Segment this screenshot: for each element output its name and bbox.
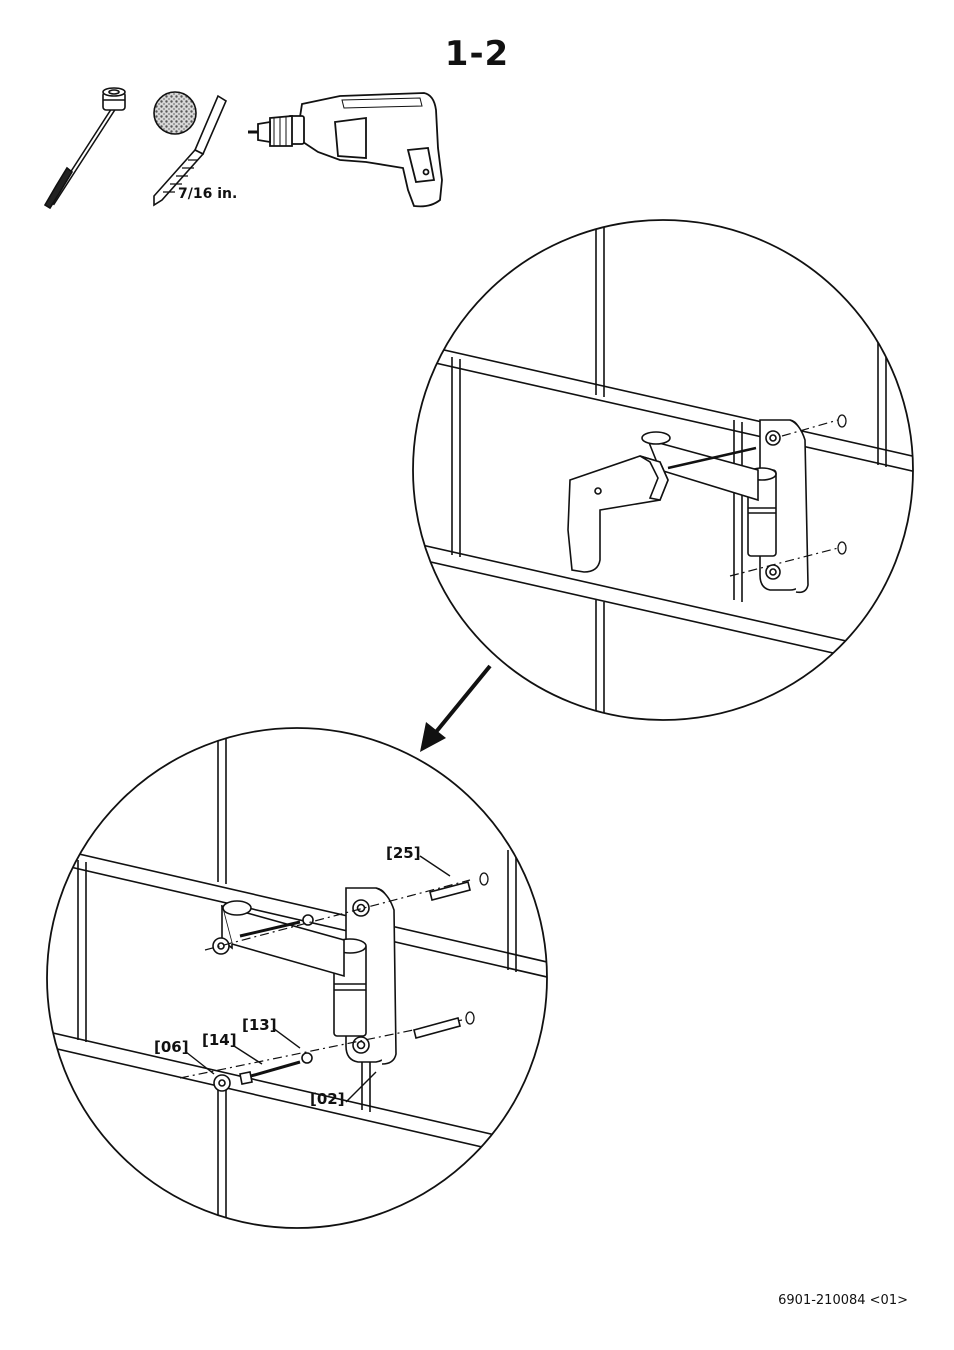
part-label-14: [14] — [202, 1031, 237, 1049]
part-label-02: [02] — [310, 1090, 345, 1108]
detail-drilling-view — [400, 200, 930, 740]
part-label-25: [25] — [386, 844, 421, 862]
socket-wrench-icon — [45, 88, 125, 208]
part-label-06: [06] — [154, 1038, 189, 1056]
detail-mounting-view: [25] [13] [14] [06] [02] — [40, 700, 560, 1240]
sequence-arrow-icon — [420, 666, 490, 752]
power-drill-icon — [248, 93, 442, 206]
document-id: 6901-210084 <01> — [778, 1293, 908, 1308]
part-label-13: [13] — [242, 1016, 277, 1034]
masonry-symbol-icon — [154, 92, 196, 134]
drill-bit-size-label: 7/16 in. — [178, 186, 237, 202]
